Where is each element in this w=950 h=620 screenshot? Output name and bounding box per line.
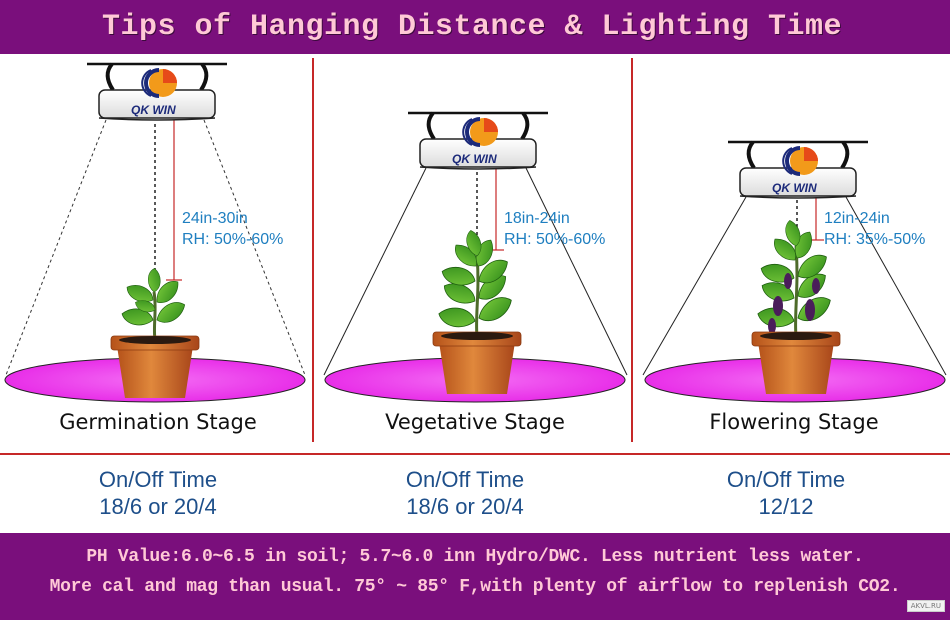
stage-3-lighting-time: On/Off Time 12/12	[628, 466, 944, 520]
relative-humidity: RH: 35%-50%	[824, 231, 926, 248]
logo-text: QK WIN	[452, 152, 497, 166]
stage-1-lighting-time: On/Off Time 18/6 or 20/4	[0, 466, 316, 520]
stage-germination-illustration: QK WIN	[4, 62, 306, 403]
header-banner: Tips of Hanging Distance & Lighting Time	[0, 0, 950, 54]
stage-divider	[312, 58, 314, 442]
hanging-distance: 24in-30in	[182, 210, 248, 227]
stage-name-flowering: Flowering Stage	[709, 410, 879, 434]
stage-2-lighting-time: On/Off Time 18/6 or 20/4	[307, 466, 623, 520]
footer-ph-note: PH Value:6.0~6.5 in soil; 5.7~6.0 inn Hy…	[86, 547, 864, 567]
stage-3-distance-info: 12in-24in RH: 35%-50%	[824, 208, 925, 250]
footer-nutrient-note: More cal and mag than usual. 75° ~ 85° F…	[49, 577, 901, 597]
stage-vegetative-illustration: QK WIN	[323, 111, 628, 403]
watermark-badge: AKVL.RU	[906, 600, 945, 612]
time-label: On/Off Time	[405, 467, 525, 492]
time-value: 12/12	[758, 494, 814, 519]
page-title: Tips of Hanging Distance & Lighting Time	[101, 10, 843, 44]
stage-name-vegetative: Vegetative Stage	[385, 410, 565, 434]
footer-banner: PH Value:6.0~6.5 in soil; 5.7~6.0 inn Hy…	[0, 533, 950, 620]
time-value: 18/6 or 20/4	[99, 494, 217, 519]
stage-1-distance-info: 24in-30in RH: 50%-60%	[182, 208, 283, 250]
stage-name-germination: Germination Stage	[59, 410, 257, 434]
relative-humidity: RH: 50%-60%	[182, 231, 284, 248]
time-label: On/Off Time	[726, 467, 846, 492]
stage-flowering-illustration: QK WIN	[642, 140, 947, 403]
time-value: 18/6 or 20/4	[406, 494, 524, 519]
stage-2-distance-info: 18in-24in RH: 50%-60%	[504, 208, 605, 250]
logo-text: QK WIN	[772, 181, 817, 195]
logo-text: QK WIN	[131, 103, 176, 117]
time-label: On/Off Time	[98, 467, 218, 492]
hanging-distance: 12in-24in	[824, 210, 890, 227]
relative-humidity: RH: 50%-60%	[504, 231, 606, 248]
hanging-distance: 18in-24in	[504, 210, 570, 227]
section-divider	[0, 453, 950, 455]
stage-divider	[631, 58, 633, 442]
